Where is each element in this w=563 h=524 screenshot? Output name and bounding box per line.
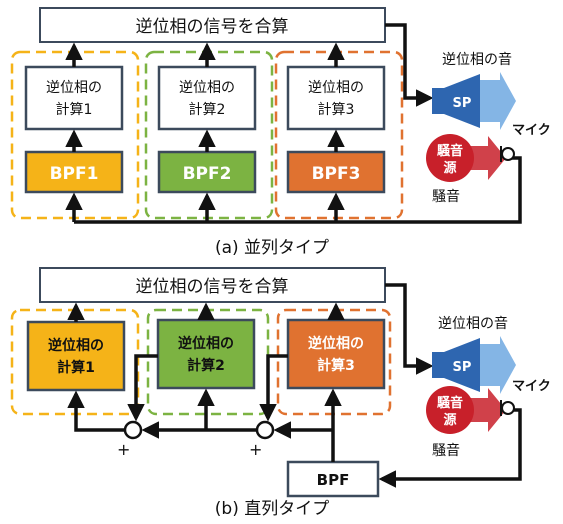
calc-b-1-line2: 計算1	[57, 359, 95, 376]
calc-box-3	[286, 65, 386, 131]
antiphase-sound-b-label: 逆位相の音	[438, 315, 508, 332]
calc-1-line2: 計算1	[56, 102, 93, 118]
bpf3-box	[286, 150, 386, 194]
caption-b: (b) 直列タイプ	[215, 499, 329, 519]
calc-b-2-line1: 逆位相の	[178, 335, 234, 352]
mic-icon-b	[500, 400, 515, 416]
speaker-icon	[432, 72, 516, 130]
noise-source-line1: 騒音	[436, 143, 463, 159]
noise-source-icon-b	[426, 386, 506, 434]
calc-b-box-3	[286, 318, 386, 390]
summing-junction-1	[123, 420, 143, 440]
calc-3-line2: 計算3	[318, 102, 355, 118]
noise-source-b-line1: 騒音	[436, 395, 463, 411]
bpf1-box	[24, 150, 124, 194]
noise-label: 騒音	[432, 188, 460, 205]
calc-2-line2: 計算2	[189, 102, 226, 118]
noise-source-b-line2: 源	[443, 412, 456, 428]
calc-2-line1: 逆位相の	[179, 80, 235, 96]
plus-label-2: +	[249, 440, 262, 459]
bpf2-label: BPF2	[183, 164, 232, 184]
calc-b-box-2	[156, 318, 256, 390]
noise-b-label: 騒音	[432, 442, 460, 459]
bpf1-label: BPF1	[50, 164, 99, 184]
sum-box-b	[39, 267, 386, 303]
calc-box-1	[24, 65, 124, 131]
calc-1-line1: 逆位相の	[46, 80, 102, 96]
calc-b-1-line1: 逆位相の	[48, 337, 104, 354]
diagram-b: 逆位相の信号を合算 逆位相の 計算1 逆位相の 計算2 逆位相の 計算3 BPF…	[10, 267, 551, 519]
speaker-label: SP	[453, 96, 472, 111]
mic-label: マイク	[512, 123, 551, 138]
caption-a: (a) 並列タイプ	[215, 238, 329, 258]
sum-box	[39, 7, 386, 43]
calc-b-3-line2: 計算3	[317, 357, 355, 374]
plus-label-1: +	[117, 440, 130, 459]
speaker-b-label: SP	[453, 360, 472, 375]
antiphase-sound-label: 逆位相の音	[442, 51, 512, 68]
bpf-b-label: BPF	[317, 471, 350, 489]
noise-source-line2: 源	[443, 160, 456, 176]
calc-b-3-line1: 逆位相の	[308, 335, 364, 352]
noise-source-icon	[426, 134, 506, 182]
calc-b-box-1	[26, 320, 126, 392]
bpf-box-b	[286, 460, 380, 498]
sum-box-b-label: 逆位相の信号を合算	[136, 277, 289, 297]
bpf3-label: BPF3	[312, 164, 361, 184]
speaker-icon-b	[432, 336, 516, 394]
mic-b-label: マイク	[512, 379, 551, 394]
calc-b-2-line2: 計算2	[187, 357, 225, 374]
calc-box-2	[157, 65, 257, 131]
calc-3-line1: 逆位相の	[308, 80, 364, 96]
mic-icon	[500, 146, 515, 162]
summing-junction-2	[255, 420, 275, 440]
diagram-a: 逆位相の信号を合算 逆位相の 計算1 逆位相の 計算2 逆位相の 計算3 BPF…	[10, 7, 551, 258]
sum-box-label: 逆位相の信号を合算	[136, 17, 289, 37]
